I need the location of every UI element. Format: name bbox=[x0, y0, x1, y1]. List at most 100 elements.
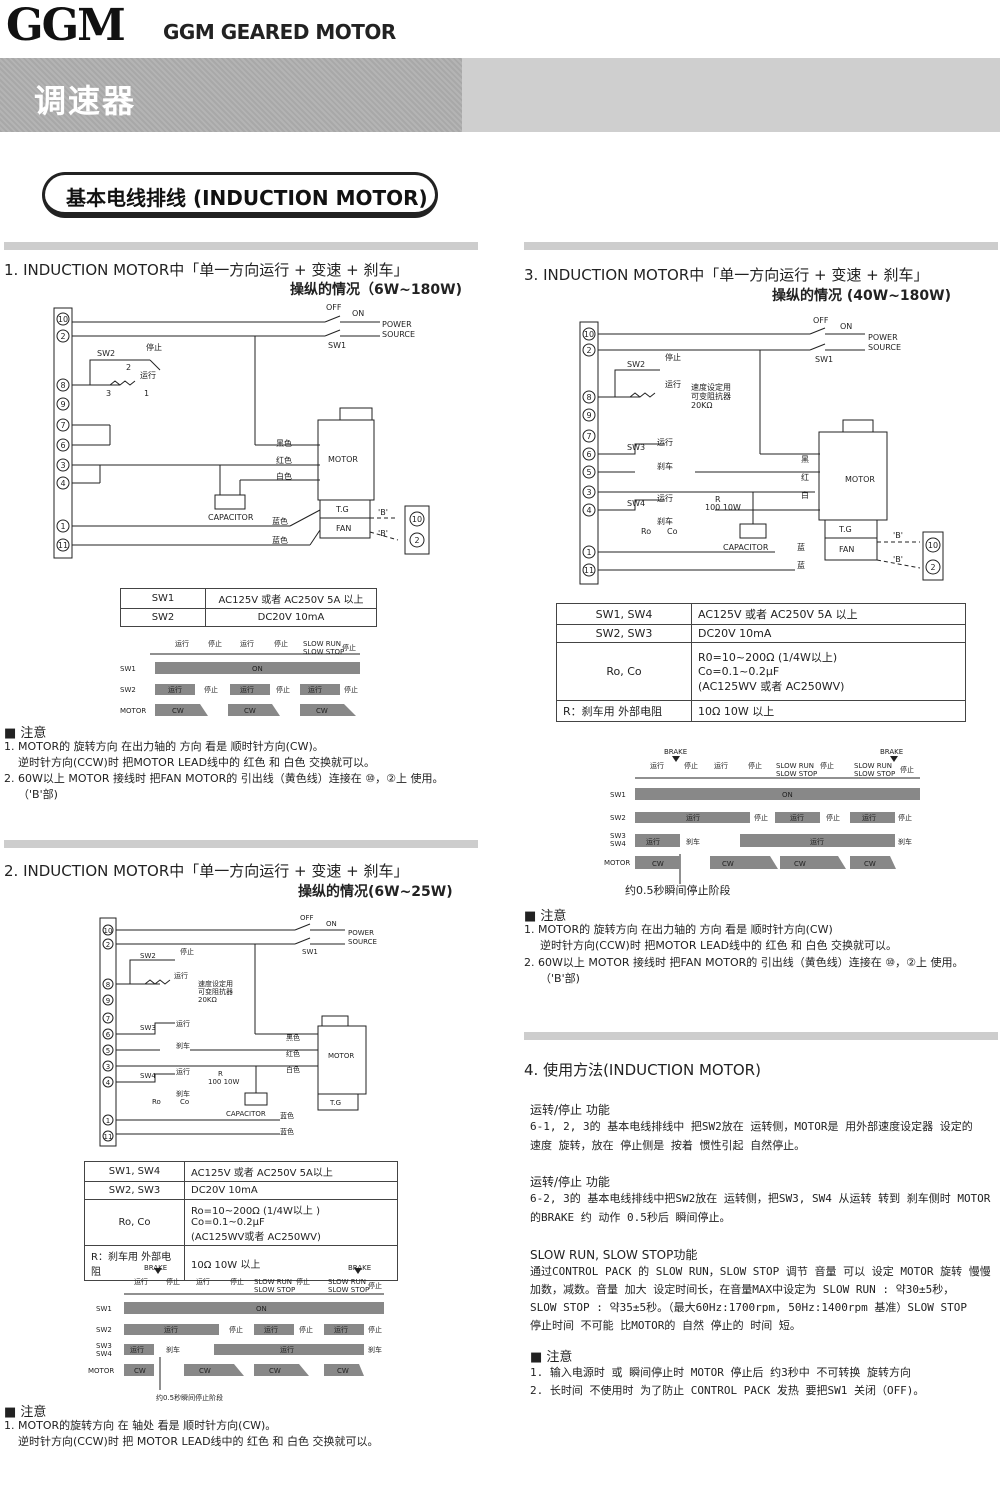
note-1-line-1: 1. MOTOR的 旋转方向 在出力轴的 方向 看是 顺时针方向(CW)。 bbox=[4, 740, 324, 753]
terminal-label: 4 bbox=[60, 479, 65, 488]
terminal-1-label: 1 bbox=[144, 389, 149, 398]
section-2-subtitle: 操纵的情况(6W~25W) bbox=[298, 884, 453, 900]
tg-label: T.G bbox=[329, 1099, 341, 1107]
blue-wire-label-2: 蓝 bbox=[797, 560, 805, 570]
white-wire-label: 白色 bbox=[286, 1065, 300, 1074]
p3-line-2: 加数，减数。音量 加大 设定时间长，在音量MAX中设定为 SLOW RUN : … bbox=[530, 1283, 955, 1296]
terminal-label: 9 bbox=[60, 400, 65, 409]
sw2-label: SW2 bbox=[97, 349, 115, 358]
terminal-label: 10 bbox=[584, 330, 594, 339]
section-pill bbox=[42, 172, 438, 218]
note-3-line-3: 2. 60W以上 MOTOR 接线时 把FAN MOTOR的 引出线（黄色线）连… bbox=[524, 956, 964, 969]
red-wire-label: 红色 bbox=[286, 1049, 300, 1058]
timing-on-label: ON bbox=[252, 665, 263, 673]
timing-row-label: SW2 bbox=[120, 686, 136, 694]
timing-cell: 停止 bbox=[368, 1325, 382, 1334]
power-label: POWER bbox=[348, 929, 374, 937]
section-4-bar bbox=[524, 1032, 998, 1040]
terminal-label: 3 bbox=[106, 1063, 110, 1071]
ro-co-line: R0=10~200Ω (1/4W以上) bbox=[698, 651, 838, 664]
timing-cell: 运行 bbox=[264, 1325, 278, 1334]
run-label: 运行 bbox=[176, 1067, 190, 1076]
terminal-label: 3 bbox=[60, 461, 65, 470]
ro-label: Ro bbox=[641, 527, 651, 536]
timing-cell: 刹车 bbox=[898, 837, 912, 846]
timing-cell: CW bbox=[316, 707, 328, 715]
note-4-line-2: 2. 长时间 不使用时 为了防止 CONTROL PACK 发热 要把SW1 关… bbox=[530, 1384, 925, 1397]
timing-cell: 停止 bbox=[898, 813, 912, 822]
brake-marker: BRAKE bbox=[880, 748, 903, 756]
terminal-label: 8 bbox=[106, 981, 110, 989]
timing-top-label: 停止 bbox=[274, 639, 288, 648]
terminal-label: 10 bbox=[104, 927, 113, 935]
timing-row-label: SW1 bbox=[120, 665, 136, 673]
terminal-label: 2 bbox=[930, 563, 935, 572]
tg-label: T.G bbox=[335, 505, 349, 514]
timing-top-label: SLOW RUN bbox=[854, 762, 892, 770]
p1-line-1: 6-1, 2, 3的 基本电线排线中 把SW2放在 运转侧，MOTOR是 用外部… bbox=[530, 1120, 973, 1133]
timing-top-label: SLOW STOP bbox=[854, 770, 895, 778]
note-3-line-2: 逆时针方向(CCW)时 把MOTOR LEAD线中的 红色 和 白色 交换就可以… bbox=[540, 939, 898, 952]
timing-cell: 运行 bbox=[130, 1345, 144, 1354]
b-label-2: 'B' bbox=[378, 529, 388, 538]
sw2-label: SW2 bbox=[627, 360, 645, 369]
ro-co-cell: Ro=10~200Ω (1/4W以上 )Co=0.1~0.2μF(AC125WV… bbox=[184, 1199, 398, 1246]
note-3-line-1: 1. MOTOR的 旋转方向 在出力轴的 方向 看是 顺时针方向(CW) bbox=[524, 923, 833, 936]
white-wire-label: 白 bbox=[801, 490, 809, 500]
stop-label: 停止 bbox=[146, 342, 162, 352]
terminal-label: 1 bbox=[586, 548, 591, 557]
timing-top-label: SLOW STOP bbox=[776, 770, 817, 778]
ggm-logo: GGM bbox=[6, 0, 126, 51]
brake-marker: BRAKE bbox=[348, 1264, 371, 1272]
sw2-label: SW2 bbox=[140, 952, 156, 960]
terminal-label: 8 bbox=[60, 381, 65, 390]
sw4-label: SW4 bbox=[627, 499, 645, 508]
timing-chart-3: BRAKE BRAKE 运行 停止 运行 停止 SLOW RUN SLOW ST… bbox=[604, 748, 920, 897]
timing-cell: 停止 bbox=[826, 813, 840, 822]
timing-chart-1: 运行 停止 运行 停止 SLOW RUN SLOW STOP 停止 SW1 SW… bbox=[120, 639, 360, 716]
power-label: POWER bbox=[382, 320, 412, 329]
note-heading-4: ■ 注意 bbox=[530, 1350, 573, 1365]
terminal-3-label: 3 bbox=[106, 389, 111, 398]
timing-cell: 停止 bbox=[754, 813, 768, 822]
terminal-label: 4 bbox=[106, 1079, 111, 1087]
terminal-label: 6 bbox=[60, 441, 65, 450]
timing-top-label: SLOW RUN bbox=[254, 1278, 292, 1286]
capacitor-label: CAPACITOR bbox=[208, 513, 254, 522]
timing-top-label: 停止 bbox=[368, 1281, 382, 1290]
resistor-label: 可变阻抗器 bbox=[691, 391, 731, 401]
red-wire-label: 红色 bbox=[276, 455, 292, 465]
timing-cell: 运行 bbox=[810, 837, 824, 846]
sw1-label: SW1 bbox=[302, 948, 318, 956]
timing-top-label: 停止 bbox=[684, 761, 698, 770]
fan-label: FAN bbox=[839, 545, 854, 554]
timing-row-label: SW2 bbox=[610, 814, 626, 822]
black-wire-label: 黑 bbox=[801, 455, 809, 464]
timing-row-label: SW2 bbox=[96, 1326, 112, 1334]
note-heading-1: ■ 注意 bbox=[4, 726, 47, 741]
note-2-line-1: 1. MOTOR的旋转方向 在 轴处 看是 顺时针方向(CW)。 bbox=[4, 1419, 277, 1432]
terminal-label: 11 bbox=[58, 541, 68, 550]
timing-cell: 刹车 bbox=[166, 1345, 180, 1354]
tg-label: T.G bbox=[838, 525, 852, 534]
motor-label: MOTOR bbox=[328, 455, 358, 464]
terminal-label: 1 bbox=[106, 1117, 110, 1125]
timing-top-label: 停止 bbox=[296, 1277, 310, 1286]
brake-marker: BRAKE bbox=[664, 748, 687, 756]
section-1-subtitle: 操纵的情况（6W~180W) bbox=[290, 282, 462, 298]
terminal-label: 2 bbox=[60, 332, 65, 341]
p3-line-4: 停止时间 不可能 比MOTOR的 自然 停止的 时间 短。 bbox=[530, 1319, 801, 1332]
blue-wire-label-2: 蓝色 bbox=[280, 1127, 294, 1136]
timing-row-label: MOTOR bbox=[120, 707, 146, 715]
terminal-label: 3 bbox=[586, 488, 591, 497]
p3-heading: SLOW RUN, SLOW STOP功能 bbox=[530, 1248, 698, 1262]
note-1-line-3: 2. 60W以上 MOTOR 接线时 把FAN MOTOR的 引出线（黄色线）连… bbox=[4, 772, 444, 785]
terminal-label: 11 bbox=[104, 1133, 113, 1141]
power-label: POWER bbox=[868, 333, 898, 342]
ro-co-line: (AC125WV 或者 AC250WV) bbox=[698, 680, 845, 693]
sw1-label: SW1 bbox=[328, 341, 346, 350]
motor-label: MOTOR bbox=[328, 1052, 354, 1060]
timing-row-label: MOTOR bbox=[604, 859, 630, 867]
timing-top-label: 运行 bbox=[240, 639, 254, 648]
